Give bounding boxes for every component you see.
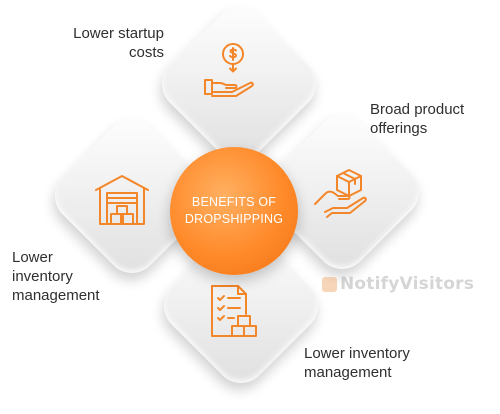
label-lower-inventory-management-bottom: Lower inventory management: [304, 344, 474, 382]
warehouse-icon: [95, 175, 149, 225]
label-line: management: [12, 287, 100, 304]
label-lower-inventory-management-left: Lower inventory management: [12, 248, 132, 305]
label-line: management: [304, 364, 392, 381]
center-title-line2: DROPSHIPPING: [184, 212, 284, 226]
brand-logo-icon: [322, 276, 337, 292]
label-line: Lower: [12, 249, 53, 266]
checklist-boxes-icon: [211, 285, 257, 337]
watermark: NotifyVisitors: [322, 271, 490, 297]
label-line: Lower inventory: [304, 345, 410, 362]
label-line: Broad product: [370, 101, 465, 118]
label-line: Lower startup: [73, 25, 164, 42]
label-line: costs: [128, 44, 164, 61]
watermark-brand: NotifyVisitors: [340, 274, 475, 294]
center-circle: BENEFITS OF DROPSHIPPING: [170, 147, 298, 275]
box-hand-icon: [314, 169, 367, 218]
label-lower-startup-costs: Lower startup costs: [0, 24, 164, 62]
center-title-line1: BENEFITS OF: [191, 195, 277, 209]
label-line: offerings: [370, 120, 428, 137]
label-broad-product-offerings: Broad product offerings: [370, 100, 498, 138]
center-title: BENEFITS OF DROPSHIPPING: [174, 194, 294, 228]
dollar-hand-icon: [204, 43, 254, 97]
label-line: inventory: [12, 268, 73, 285]
